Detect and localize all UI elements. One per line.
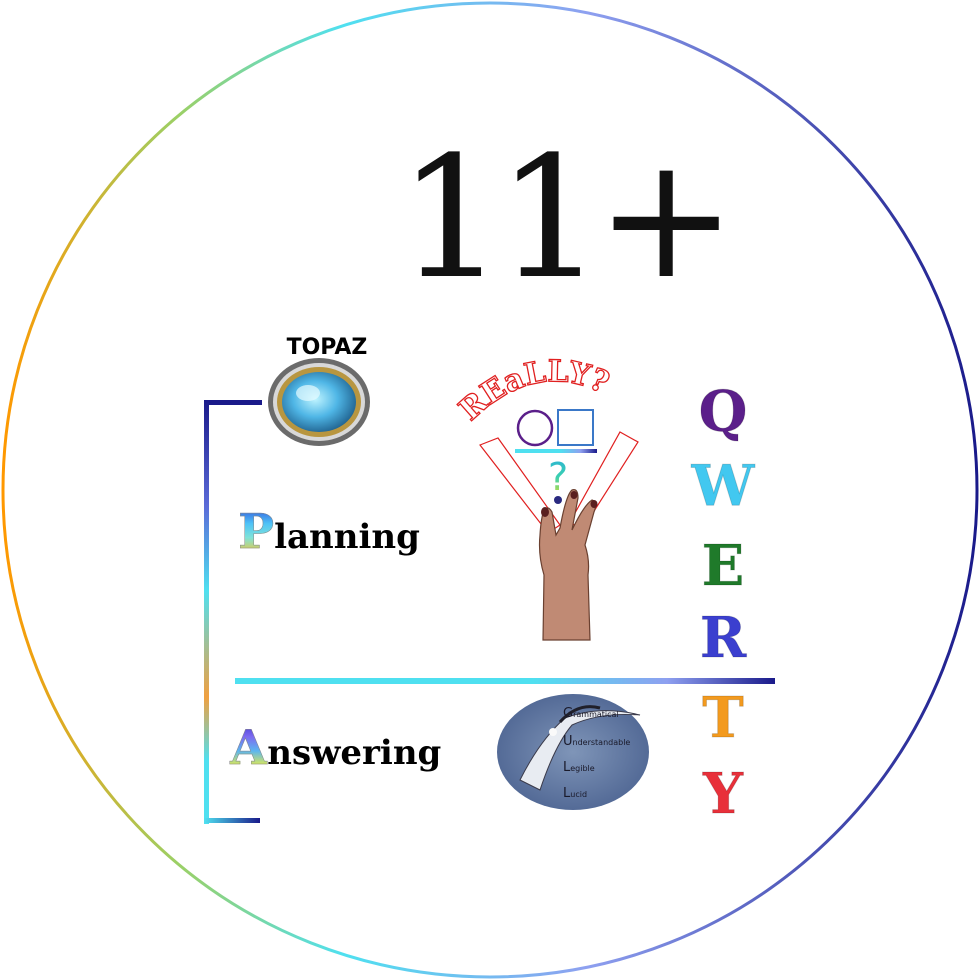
really-text: REaLLY? (453, 354, 614, 428)
gull-line-understandable: Understandable (563, 734, 631, 749)
answering-initial: A (230, 720, 268, 777)
bracket-vertical (204, 400, 209, 824)
circle-shape (516, 409, 554, 447)
answering-rest: nswering (267, 733, 442, 773)
topaz-ring-image (268, 358, 370, 446)
planning-rest: lanning (274, 517, 420, 557)
bracket-top (204, 400, 262, 405)
gull-line-grammatical: Grammatical (563, 706, 619, 721)
bracket-bottom (204, 818, 260, 823)
hand-image (538, 489, 598, 641)
question-mark: ? (548, 455, 568, 499)
really-text-path: REaLLY? (453, 354, 614, 428)
gull-image (497, 694, 649, 810)
qwerty-letter-q: Q (698, 379, 748, 445)
planning-initial: P (238, 504, 275, 561)
gull-line-lucid: Lucid (563, 786, 588, 801)
qwerty-letter-e: E (701, 533, 745, 599)
answering-word: Answering (230, 718, 480, 778)
gull-line-legible: Legible (563, 760, 595, 775)
qwerty-letter-y: Y (703, 761, 744, 827)
divider-line (235, 678, 775, 684)
square-shape (557, 409, 594, 446)
shape-underline (515, 449, 597, 453)
qwerty-letter-r: R (699, 605, 747, 671)
page-title: 11+ (398, 120, 737, 316)
topaz-label: TOPAZ (286, 335, 368, 360)
qwerty-letter-t: T (702, 685, 745, 751)
qwerty-letter-w: W (691, 453, 755, 519)
planning-word: Planning (238, 502, 458, 562)
